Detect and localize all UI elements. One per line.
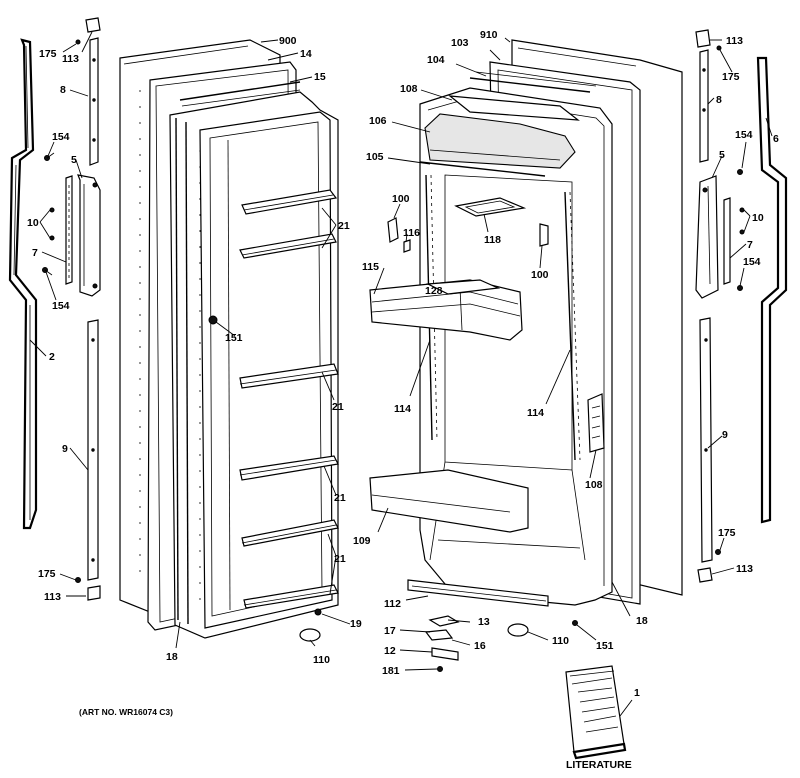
callout-16: 16 xyxy=(474,640,486,652)
callout-103: 103 xyxy=(451,37,469,49)
callout-105: 105 xyxy=(366,151,384,163)
freezer-door xyxy=(119,39,339,639)
callout-106: 106 xyxy=(369,115,387,127)
callout-right-175-top: 175 xyxy=(722,71,740,83)
callout-21-b: 21 xyxy=(332,401,344,413)
leader-lines xyxy=(29,31,773,717)
callout-left-8: 8 xyxy=(60,84,66,96)
callout-181: 181 xyxy=(382,665,400,677)
callout-18-right: 18 xyxy=(636,615,648,627)
callout-right-8: 8 xyxy=(716,94,722,106)
callout-116: 116 xyxy=(403,227,420,239)
callout-labels: 900 14 15 910 103 104 108 106 105 100 11… xyxy=(27,29,779,699)
callout-108-bottom: 108 xyxy=(585,479,603,491)
door-shelf-3 xyxy=(239,363,339,389)
callout-114-left: 114 xyxy=(394,403,411,415)
callout-19: 19 xyxy=(350,618,362,630)
callout-14: 14 xyxy=(300,48,312,60)
literature-caption: LITERATURE xyxy=(566,759,632,771)
callout-21-c: 21 xyxy=(334,492,346,504)
callout-right-5: 5 xyxy=(719,149,725,161)
callout-13: 13 xyxy=(478,616,490,628)
handle-right xyxy=(695,175,719,299)
callout-left-2: 2 xyxy=(49,351,55,363)
callout-110-right: 110 xyxy=(552,635,569,647)
callout-left-7: 7 xyxy=(32,247,38,259)
callout-128: 128 xyxy=(425,285,443,297)
callout-left-9: 9 xyxy=(62,443,68,455)
door-shelf-4 xyxy=(239,455,339,481)
door-shelf-5 xyxy=(241,519,339,547)
callout-100-right: 100 xyxy=(531,269,549,281)
callout-151-left: 151 xyxy=(225,332,243,344)
callout-right-7: 7 xyxy=(747,239,753,251)
callout-right-9: 9 xyxy=(722,429,728,441)
callout-114-right: 114 xyxy=(527,407,544,419)
callout-110-left: 110 xyxy=(313,654,330,666)
callout-900: 900 xyxy=(279,35,297,47)
trim-left xyxy=(65,175,73,285)
callout-left-154-bottom: 154 xyxy=(52,300,70,312)
callout-910: 910 xyxy=(480,29,498,41)
callout-right-113-top: 113 xyxy=(726,35,743,47)
gasket-strip-left xyxy=(8,38,38,530)
callout-104: 104 xyxy=(427,54,445,66)
callout-left-5: 5 xyxy=(71,154,77,166)
gasket-strip-right xyxy=(756,56,788,524)
callout-left-113-bottom: 113 xyxy=(44,591,61,603)
callout-21-d: 21 xyxy=(334,553,346,565)
callout-left-10: 10 xyxy=(27,217,39,229)
callout-right-154-bottom: 154 xyxy=(743,256,761,268)
callout-115: 115 xyxy=(362,261,379,273)
callout-right-154-top: 154 xyxy=(735,129,753,141)
handle-left xyxy=(77,174,101,297)
hinge-bar-right-top xyxy=(695,29,722,163)
callout-1: 1 xyxy=(634,687,640,699)
callout-17: 17 xyxy=(384,625,396,637)
callout-118: 118 xyxy=(484,234,501,246)
callout-left-113-top: 113 xyxy=(62,53,79,65)
screws-left xyxy=(42,39,81,276)
callout-right-175-bottom: 175 xyxy=(718,527,736,539)
hinge-bar-left-top xyxy=(85,17,101,166)
hinge-bar-left-bottom xyxy=(75,319,101,601)
callout-12: 12 xyxy=(384,645,396,657)
callout-151-right: 151 xyxy=(596,640,614,652)
callout-right-113-bottom: 113 xyxy=(736,563,753,575)
callout-left-175-top: 175 xyxy=(39,48,57,60)
callout-21-a: 21 xyxy=(338,220,350,232)
callout-108-top: 108 xyxy=(400,83,418,95)
small-parts-bottom xyxy=(299,608,578,672)
door-shelf-1 xyxy=(241,189,338,215)
callout-109: 109 xyxy=(353,535,371,547)
callout-15: 15 xyxy=(314,71,326,83)
hinge-bar-right-bottom xyxy=(697,317,721,583)
callout-112: 112 xyxy=(384,598,401,610)
callout-right-6: 6 xyxy=(773,133,779,145)
callout-left-175-bottom: 175 xyxy=(38,568,56,580)
art-number: (ART NO. WR16074 C3) xyxy=(79,707,173,717)
callout-right-10: 10 xyxy=(752,212,764,224)
trim-right xyxy=(723,169,745,291)
literature-booklet xyxy=(565,665,627,760)
callout-18-left: 18 xyxy=(166,651,178,663)
callout-100-left: 100 xyxy=(392,193,410,205)
door-shelf-6 xyxy=(243,584,339,609)
callout-left-154-top: 154 xyxy=(52,131,70,143)
door-shelf-2 xyxy=(239,233,337,259)
fresh-food-compartment xyxy=(369,39,683,607)
